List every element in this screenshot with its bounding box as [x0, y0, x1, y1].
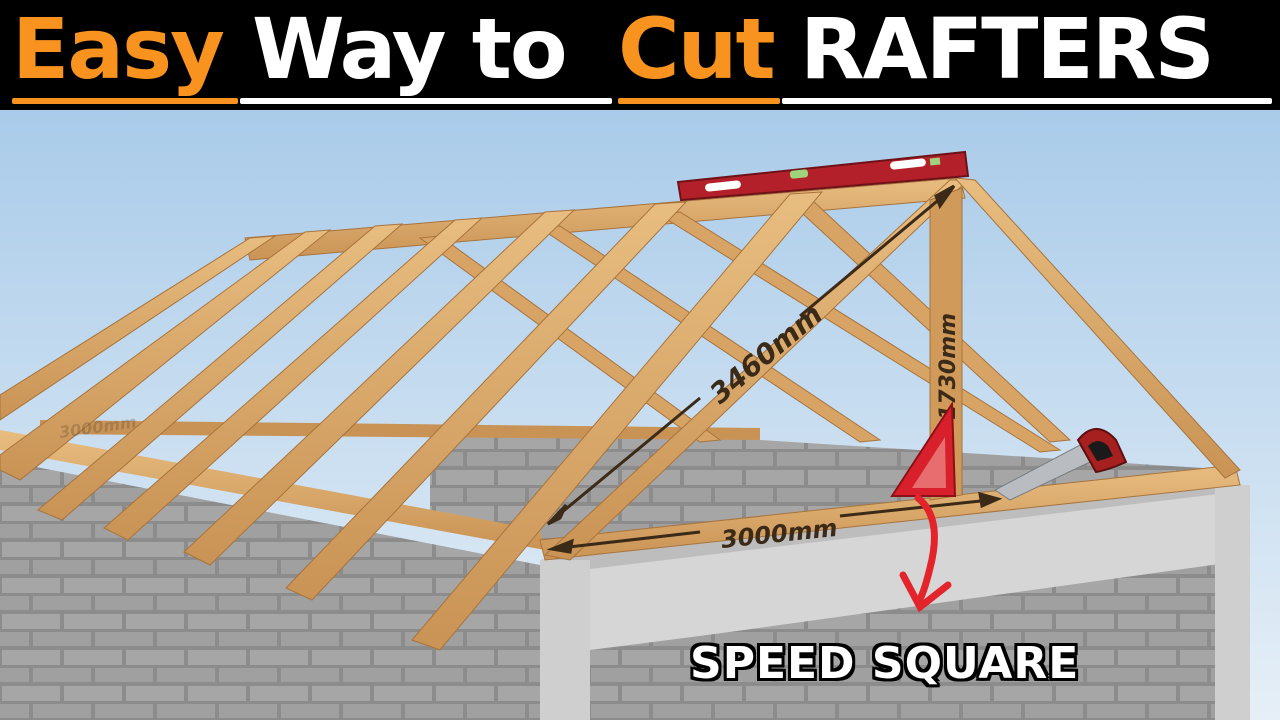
concrete-post [540, 560, 590, 720]
title-word-cut: Cut [618, 0, 776, 98]
title-underline-white [240, 98, 612, 104]
title-bar: Easy Way to Cut RAFTERS [0, 0, 1280, 110]
title-word-rafters: RAFTERS [800, 0, 1215, 98]
gable-rafter-right [953, 177, 1241, 479]
rafter [37, 223, 404, 521]
rafter [0, 229, 332, 481]
title-underline-white-2 [782, 98, 1272, 104]
curved-arrow-icon [899, 494, 952, 613]
title-word-way-to: Way to [252, 0, 568, 98]
title-underline-orange-2 [618, 98, 780, 104]
rafter [183, 209, 576, 566]
hand-saw-icon [994, 428, 1128, 501]
speed-square-callout: SPEED SQUARE [688, 637, 1080, 691]
speed-square-icon [890, 400, 957, 497]
title-word-easy: Easy [12, 0, 225, 98]
concrete-lintel [540, 478, 1248, 650]
rafter [0, 235, 277, 421]
title-underline-orange [12, 98, 238, 104]
spirit-level-icon [676, 150, 970, 202]
rafter [103, 217, 484, 541]
rise-label: 1730mm [936, 313, 961, 420]
rafter [411, 191, 824, 651]
rafter [285, 201, 688, 601]
